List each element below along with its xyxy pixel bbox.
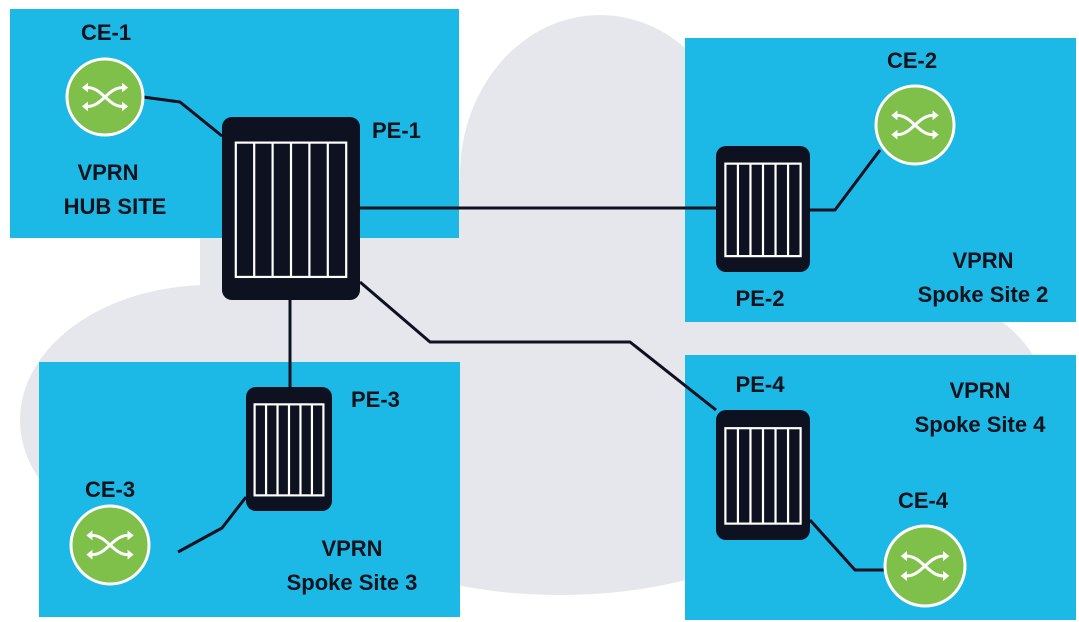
switch-arrowhead <box>81 82 88 93</box>
spoke-site-4-line1: VPRN <box>949 378 1010 403</box>
switch-arrowhead <box>891 110 898 121</box>
switch-arrowhead <box>900 551 907 562</box>
switch-arrowhead <box>900 570 907 581</box>
switch-arrowhead <box>122 82 129 93</box>
pe-router-icon <box>246 387 332 511</box>
ce3-label: CE-3 <box>85 477 135 502</box>
ce-switch-icon <box>883 524 967 608</box>
switch-arrowhead <box>932 110 939 121</box>
switch-arrow-path <box>897 113 933 137</box>
pe2-label: PE-2 <box>736 286 785 311</box>
ce1-label: CE-1 <box>81 20 131 45</box>
switch-arrowhead <box>86 530 93 541</box>
switch-arrowhead <box>122 101 129 112</box>
switch-arrowhead <box>891 129 898 140</box>
link-ce1-pe1 <box>142 95 223 138</box>
link-pe4-ce4 <box>808 518 890 572</box>
switch-arrowhead <box>81 101 88 112</box>
ce4-label: CE-4 <box>898 488 949 513</box>
switch-arrowhead <box>127 530 134 541</box>
pe-router-icon <box>716 410 810 540</box>
spoke-site-4-line2: Spoke Site 4 <box>915 412 1047 437</box>
ce2-label: CE-2 <box>887 48 937 73</box>
switch-arrowhead <box>943 570 950 581</box>
switch-arrowhead <box>943 551 950 562</box>
switch-arrow-path <box>906 554 944 578</box>
switch-arrowhead <box>127 549 134 560</box>
pe4-label: PE-4 <box>736 372 786 397</box>
spoke-site-3-line2: Spoke Site 3 <box>287 570 418 595</box>
switch-arrow-path <box>87 86 123 108</box>
ce-switch-icon <box>65 57 145 137</box>
pe1-label: PE-1 <box>372 118 421 143</box>
pe-router-icon <box>716 146 810 272</box>
switch-arrow-path <box>92 533 128 557</box>
links <box>142 95 890 572</box>
pe-router-icon <box>222 117 360 300</box>
spoke-site-2-line1: VPRN <box>952 248 1013 273</box>
ce-switch-icon <box>69 504 151 586</box>
pe3-label: PE-3 <box>351 387 400 412</box>
switch-arrowhead <box>932 129 939 140</box>
ce-switch-icon <box>874 84 956 166</box>
switch-arrowhead <box>86 549 93 560</box>
link-pe1-pe4 <box>359 280 717 412</box>
hub-site-line2: HUB SITE <box>64 194 167 219</box>
link-pe3-ce3 <box>177 496 248 554</box>
hub-site-line1: VPRN <box>77 160 138 185</box>
spoke-site-2-line2: Spoke Site 2 <box>918 282 1049 307</box>
spoke-site-3-line1: VPRN <box>321 536 382 561</box>
link-pe2-ce2 <box>810 149 882 212</box>
